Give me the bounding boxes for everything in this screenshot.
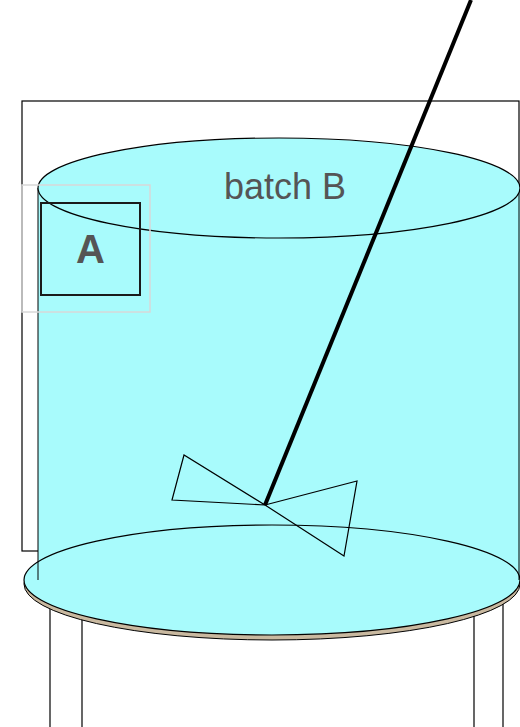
component-box: A [40, 202, 141, 296]
agitator-shaft [265, 0, 471, 505]
highlight-frame [22, 185, 150, 312]
tank-bottom [24, 525, 520, 635]
tank: batch BA [38, 138, 520, 638]
tank-wall [38, 188, 39, 580]
component-label: A [42, 226, 139, 272]
tank-wall [519, 188, 520, 580]
impeller [172, 455, 357, 556]
